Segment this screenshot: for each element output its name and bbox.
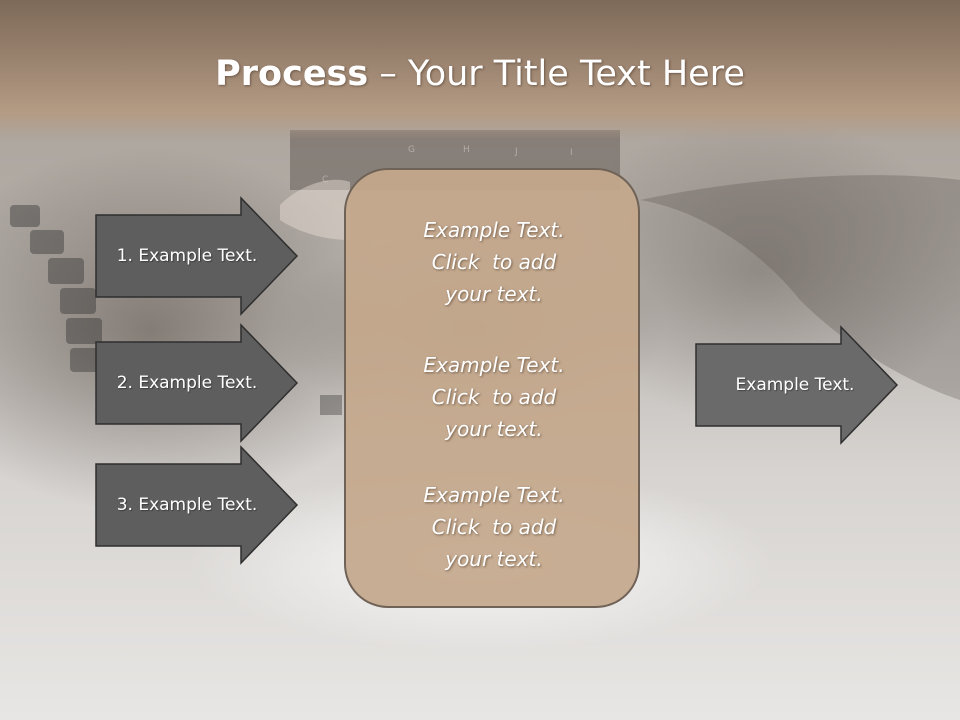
hand-shape: [640, 175, 960, 400]
center-line: Example Text.: [423, 483, 565, 507]
center-line: Click to add: [431, 515, 557, 539]
svg-text:J: J: [514, 147, 518, 157]
arrow-shape: [95, 323, 299, 443]
center-text-block-2: Example Text. Click to add your text.: [346, 349, 642, 445]
process-arrow-2[interactable]: 2. Example Text.: [95, 323, 299, 443]
center-line: Click to add: [431, 250, 557, 274]
keyboard-keys: G H J I C: [322, 145, 573, 185]
center-text-block-1: Example Text. Click to add your text.: [346, 214, 642, 310]
arrow-shape: [95, 445, 299, 565]
arrow-label: 1. Example Text.: [116, 246, 258, 266]
watch-band: [10, 205, 104, 372]
arrow-shape: [95, 196, 299, 316]
process-arrow-1[interactable]: 1. Example Text.: [95, 196, 299, 316]
key-block: [320, 395, 342, 415]
svg-text:G: G: [408, 145, 415, 155]
center-line: your text.: [445, 282, 543, 306]
arrow-label: Example Text.: [735, 375, 855, 395]
title-rest-text: – Your Title Text Here: [368, 54, 745, 94]
center-line: Click to add: [431, 385, 557, 409]
slide-title[interactable]: Process – Your Title Text Here: [0, 50, 960, 98]
result-arrow[interactable]: Example Text.: [695, 325, 899, 445]
title-band: [0, 0, 960, 140]
center-text-box[interactable]: Example Text. Click to add your text. Ex…: [344, 168, 640, 608]
center-line: your text.: [445, 417, 543, 441]
svg-text:C: C: [322, 175, 328, 185]
finger-shape: [280, 179, 350, 240]
arrow-shape: [695, 325, 899, 445]
svg-text:I: I: [570, 148, 573, 158]
arrow-label: 2. Example Text.: [116, 373, 258, 393]
center-line: your text.: [445, 547, 543, 571]
center-text-block-3: Example Text. Click to add your text.: [346, 479, 642, 575]
center-line: Example Text.: [423, 353, 565, 377]
process-arrow-3[interactable]: 3. Example Text.: [95, 445, 299, 565]
arrow-label: 3. Example Text.: [116, 495, 258, 515]
title-bold-text: Process: [215, 54, 369, 94]
svg-text:H: H: [463, 145, 470, 155]
center-line: Example Text.: [423, 218, 565, 242]
